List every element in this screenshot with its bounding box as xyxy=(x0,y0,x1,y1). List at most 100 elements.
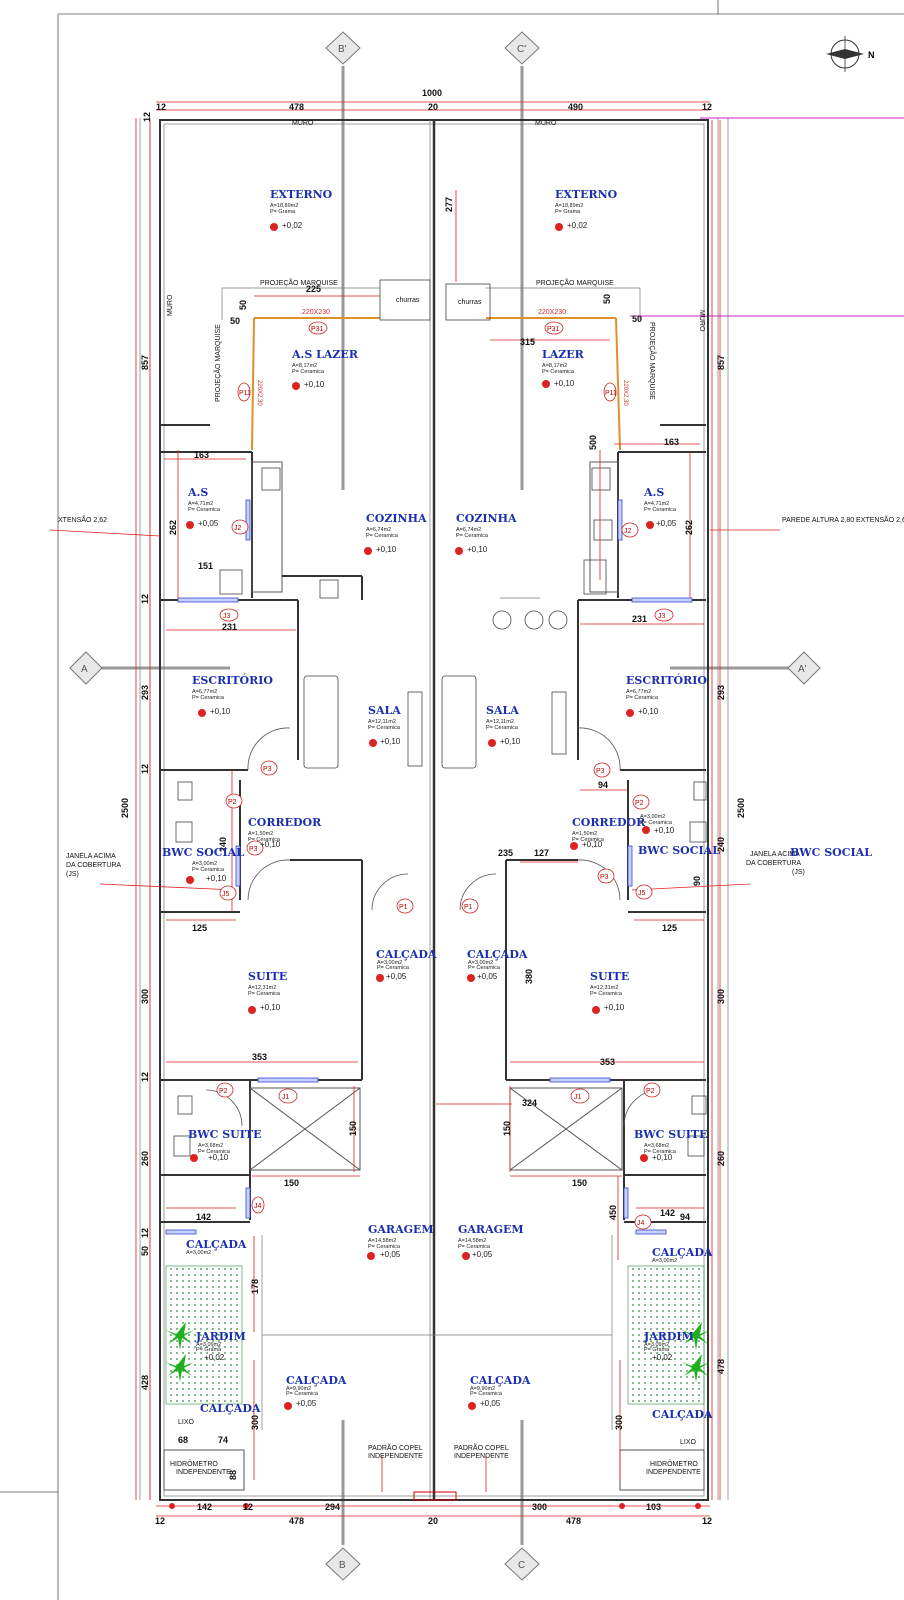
fixtures xyxy=(173,279,707,1157)
room-level: +0,10 xyxy=(260,1003,281,1012)
hydrometer-icon xyxy=(169,1503,175,1509)
axis-b-top: B' xyxy=(338,44,347,55)
room-floor: P= Ceramica xyxy=(368,725,401,731)
top-dim: 490 xyxy=(568,102,583,112)
annotations: MURO MURO MURO MURO PROJEÇÃO MARQUISE PR… xyxy=(58,120,904,1476)
room-area: A=1,50m2 xyxy=(572,831,597,837)
overall-dimensions: 1000 2500 2500 12 478 20 490 12 12 478 2… xyxy=(120,88,746,1526)
room-floor: P= Ceramica xyxy=(644,1149,677,1155)
sink-icon xyxy=(693,781,707,801)
grid-axes: B' C' A A' B C xyxy=(69,31,821,1581)
sink-icon xyxy=(691,1095,707,1115)
room-name: ESCRITÓRIO xyxy=(192,673,273,687)
muro-side-label: MURO xyxy=(698,310,705,332)
tag-label: J1 xyxy=(282,1094,290,1101)
level-marker-icon xyxy=(462,1252,470,1260)
room-area: A=18,89m2 xyxy=(555,203,583,209)
left-dim: 857 xyxy=(140,355,150,370)
toilet-icon xyxy=(175,821,193,843)
left-dim: 300 xyxy=(140,989,150,1004)
room-name: CALÇADA xyxy=(286,1374,347,1387)
level-marker-icon xyxy=(646,521,654,529)
inner-dim: 231 xyxy=(632,614,647,624)
room-area: A=1,50m2 xyxy=(248,831,273,837)
room-level: +0,10 xyxy=(652,1153,673,1162)
tag-label: P2 xyxy=(219,1088,228,1095)
toilet-icon xyxy=(689,821,707,843)
room-area: A=6,74m2 xyxy=(456,527,481,533)
inner-dim: 50 xyxy=(632,314,642,324)
room-area: A=3,00m2 xyxy=(192,861,217,867)
inner-dim: 150 xyxy=(348,1121,358,1136)
room-floor: P= Ceramica xyxy=(644,507,677,513)
tag-label: P11 xyxy=(605,390,617,397)
overall-width: 1000 xyxy=(422,88,442,98)
room-floor: P= Ceramica xyxy=(192,867,225,873)
sink-icon xyxy=(319,579,339,599)
axis-a-right: A' xyxy=(798,664,807,675)
level-marker-icon xyxy=(642,826,650,834)
room-name: CALÇADA xyxy=(470,1374,531,1387)
doors xyxy=(205,727,661,1127)
dimension-guides xyxy=(49,101,780,1517)
copel-label: PADRÃO COPEL xyxy=(454,1443,509,1452)
left-dim: 50 xyxy=(140,1246,150,1256)
room-name: CALÇADA xyxy=(467,948,528,961)
tag-label: P2 xyxy=(635,800,644,807)
right-dim: 240 xyxy=(716,837,726,852)
tag-label: J4 xyxy=(637,1220,645,1227)
tag-label: J1 xyxy=(574,1094,582,1101)
inner-dim: 235 xyxy=(498,848,513,858)
level-marker-icon xyxy=(367,1252,375,1260)
room-area: A=3,00m2 xyxy=(652,1258,677,1264)
room-name: BWC SOCIAL xyxy=(162,846,244,859)
room-area: A=4,71m2 xyxy=(188,501,213,507)
room-area: A=12,31m2 xyxy=(248,985,276,991)
room-area: A=12,11m2 xyxy=(368,719,396,725)
wall-height-label: PAREDE ALTURA 2,80 EXTENSÃO 2,6 xyxy=(782,515,904,524)
room-name: EXTERNO xyxy=(555,188,618,201)
room-labels: EXTERNO A=18,89m2 P= Grama +0,02 EXTERNO… xyxy=(162,188,720,1421)
tag-label: J3 xyxy=(223,613,231,620)
level-marker-icon xyxy=(640,1154,648,1162)
inner-dim: 150 xyxy=(572,1178,587,1188)
inner-dim: 50 xyxy=(230,316,240,326)
window-size: 220X2,30 xyxy=(622,380,628,406)
room-name: JARDIM xyxy=(643,1330,694,1343)
room-level: +0,05 xyxy=(472,1250,493,1259)
left-dim: 12 xyxy=(140,1228,150,1238)
inner-dimensions: 225 50 50 50 50 277 315 500 163 163 262 … xyxy=(168,197,702,1480)
room-name: CORREDOR xyxy=(248,816,322,829)
level-marker-icon xyxy=(364,547,372,555)
axis-c-top: C' xyxy=(517,44,526,55)
room-floor: P= Ceramica xyxy=(456,533,489,539)
room-floor: P= Ceramica xyxy=(640,820,673,826)
marquise-side-label: PROJEÇÃO MARQUISE xyxy=(213,324,222,402)
level-marker-icon xyxy=(292,382,300,390)
opening-tag-labels: P31 P31 P11 P11 J2 J2 J3 J3 P3 P3 P2 P2 … xyxy=(219,326,666,1227)
level-marker-icon xyxy=(376,974,384,982)
tag-label: J5 xyxy=(222,891,230,898)
bottom-inner-dim: 103 xyxy=(646,1502,661,1512)
tag-label: P31 xyxy=(547,326,560,333)
tag-label: P11 xyxy=(239,390,251,397)
stool-icon xyxy=(524,610,544,630)
room-name: SUITE xyxy=(248,970,287,983)
inner-dim: 353 xyxy=(252,1052,267,1062)
bottom-inner-dim: 142 xyxy=(197,1502,212,1512)
tag-label: J5 xyxy=(638,890,646,897)
tag-label: P2 xyxy=(646,1088,655,1095)
hydrometer-label: HIDRÔMETRO xyxy=(650,1459,698,1468)
room-floor: P= Grama xyxy=(196,1347,222,1353)
window-size: 220X230 xyxy=(302,309,330,316)
room-floor: P= Ceramica xyxy=(458,1244,491,1250)
tag-label: P31 xyxy=(311,326,324,333)
inner-dim: 125 xyxy=(192,923,207,933)
room-level: +0,10 xyxy=(654,826,675,835)
room-level: +0,10 xyxy=(208,1153,229,1162)
room-level: +0,05 xyxy=(296,1399,317,1408)
inner-dim: 225 xyxy=(306,284,321,294)
right-dimensions: 857 293 240 300 260 478 xyxy=(716,355,726,1374)
room-name: JARDIM xyxy=(195,1330,246,1343)
marquise-label: PROJEÇÃO MARQUISE xyxy=(260,278,338,287)
